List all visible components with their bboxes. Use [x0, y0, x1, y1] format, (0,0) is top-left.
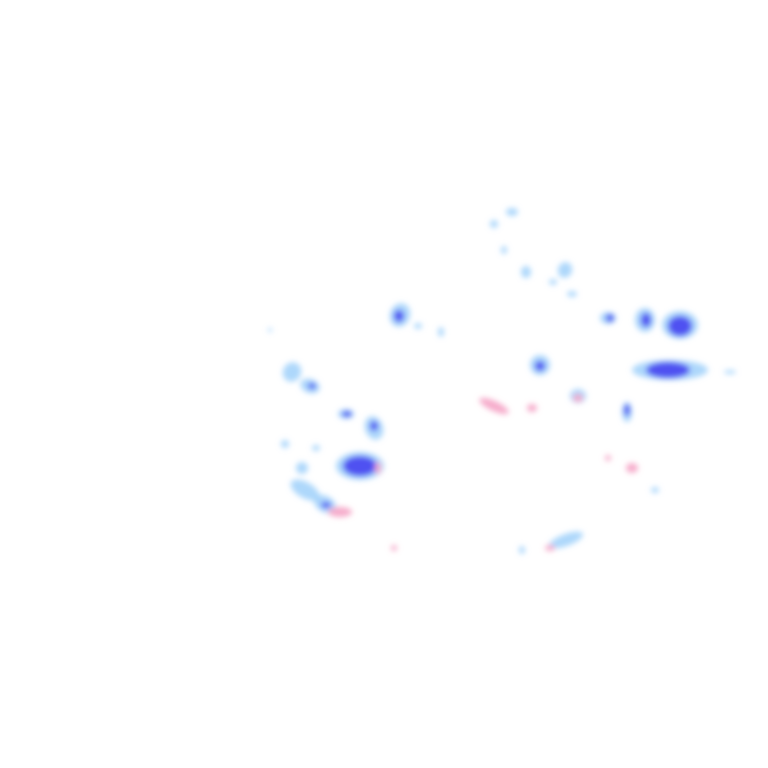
precip-cell-moderate	[624, 404, 630, 416]
precip-cell-mixed	[391, 545, 397, 551]
precip-cell-mixed	[527, 404, 537, 412]
precip-cell-light	[501, 246, 507, 254]
precip-cell-moderate	[606, 314, 614, 322]
precip-cell-moderate	[641, 313, 651, 327]
precip-cell-moderate	[535, 361, 545, 371]
precip-cell-light	[557, 262, 573, 278]
precip-cell-light	[296, 462, 308, 474]
precip-cell-light	[312, 445, 320, 451]
precip-cell-light	[268, 328, 272, 332]
precip-cell-moderate	[370, 421, 378, 431]
precip-cell-light	[724, 370, 736, 374]
precip-cell-light	[521, 266, 531, 278]
precip-cell-light	[414, 323, 422, 329]
precip-cell-mixed	[375, 462, 381, 474]
precip-cell-light	[282, 362, 302, 382]
precip-cell-light	[281, 440, 289, 448]
precip-cell-light	[506, 208, 518, 216]
precip-cell-light	[290, 479, 320, 501]
precip-cell-moderate	[321, 502, 331, 508]
precip-cell-mixed	[545, 545, 555, 551]
precip-cell-mixed	[573, 394, 583, 402]
precip-cell-mixed	[328, 507, 352, 517]
precip-cell-light	[549, 279, 557, 285]
precip-cell-light	[651, 487, 659, 493]
precip-cell-light	[438, 327, 444, 337]
precip-cell-moderate	[342, 411, 352, 417]
precip-cell-moderate	[343, 456, 377, 476]
precip-cell-light	[548, 531, 584, 549]
precip-cell-light	[567, 291, 577, 297]
precip-cell-mixed	[479, 397, 509, 415]
precip-cell-light	[519, 546, 525, 554]
precip-cell-mixed	[605, 455, 611, 461]
precip-cell-light	[490, 220, 498, 228]
precip-cell-moderate	[646, 362, 690, 378]
precip-cell-mixed	[626, 463, 638, 473]
precip-cell-moderate	[668, 316, 692, 336]
precip-cell-moderate	[394, 310, 404, 322]
precip-cell-moderate	[308, 383, 316, 389]
